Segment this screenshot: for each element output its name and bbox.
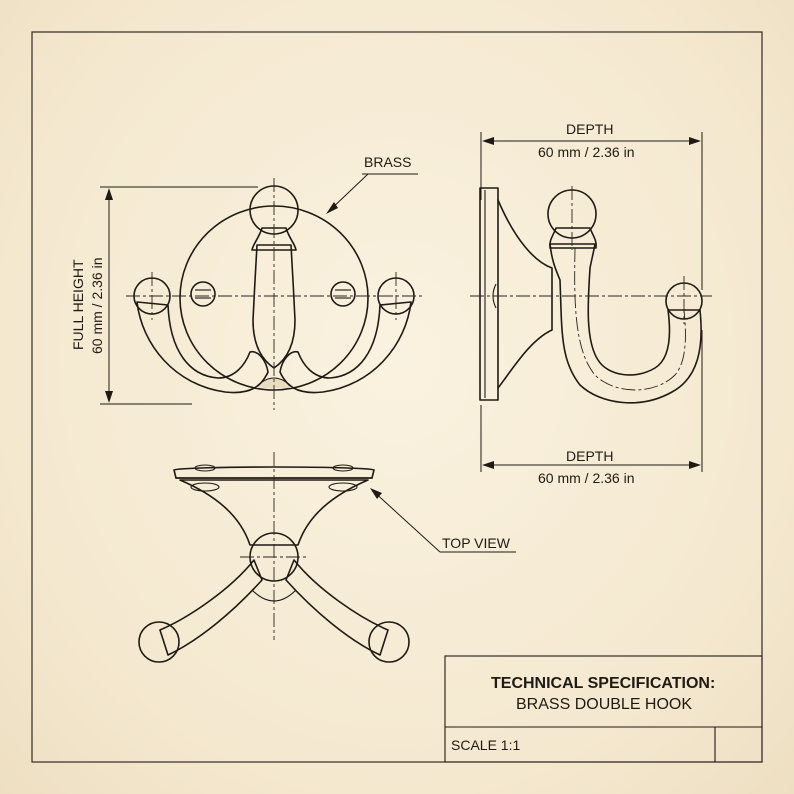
top-body	[179, 479, 369, 546]
screw-right	[330, 281, 356, 307]
front-right-arm	[279, 301, 412, 394]
depth-dimension-top	[480, 132, 703, 290]
title-block-title: TECHNICAL SPECIFICATION:	[491, 675, 716, 692]
height-label: FULL HEIGHT	[70, 259, 86, 351]
top-left-ball	[138, 621, 180, 663]
side-base	[497, 199, 553, 389]
screw-left	[190, 281, 216, 307]
title-block-scale: SCALE 1:1	[451, 737, 521, 753]
title-block-subtitle: BRASS DOUBLE HOOK	[516, 696, 693, 713]
title-block-frame	[444, 655, 763, 763]
depth-bottom-label: DEPTH	[566, 448, 614, 464]
depth-bottom-value: 60 mm / 2.36 in	[538, 470, 635, 486]
front-left-arm	[136, 301, 269, 394]
top-right-ball	[368, 621, 410, 663]
depth-dimension-bottom	[480, 330, 703, 472]
brass-label: BRASS	[364, 154, 412, 170]
depth-top-value: 60 mm / 2.36 in	[538, 144, 635, 160]
top-view-leader	[371, 489, 441, 553]
top-view-label: TOP VIEW	[442, 535, 510, 551]
front-view	[126, 173, 424, 410]
height-value: 60 mm / 2.36 in	[89, 257, 105, 355]
drawing-border	[31, 31, 763, 763]
top-right-arm	[285, 559, 389, 656]
side-hook	[549, 243, 702, 404]
top-left-arm	[159, 559, 263, 656]
side-view	[470, 186, 712, 404]
top-view	[138, 452, 516, 663]
top-plate	[173, 466, 375, 479]
height-dimension	[100, 186, 258, 405]
depth-top-label: DEPTH	[566, 121, 614, 137]
side-plate	[479, 187, 499, 401]
